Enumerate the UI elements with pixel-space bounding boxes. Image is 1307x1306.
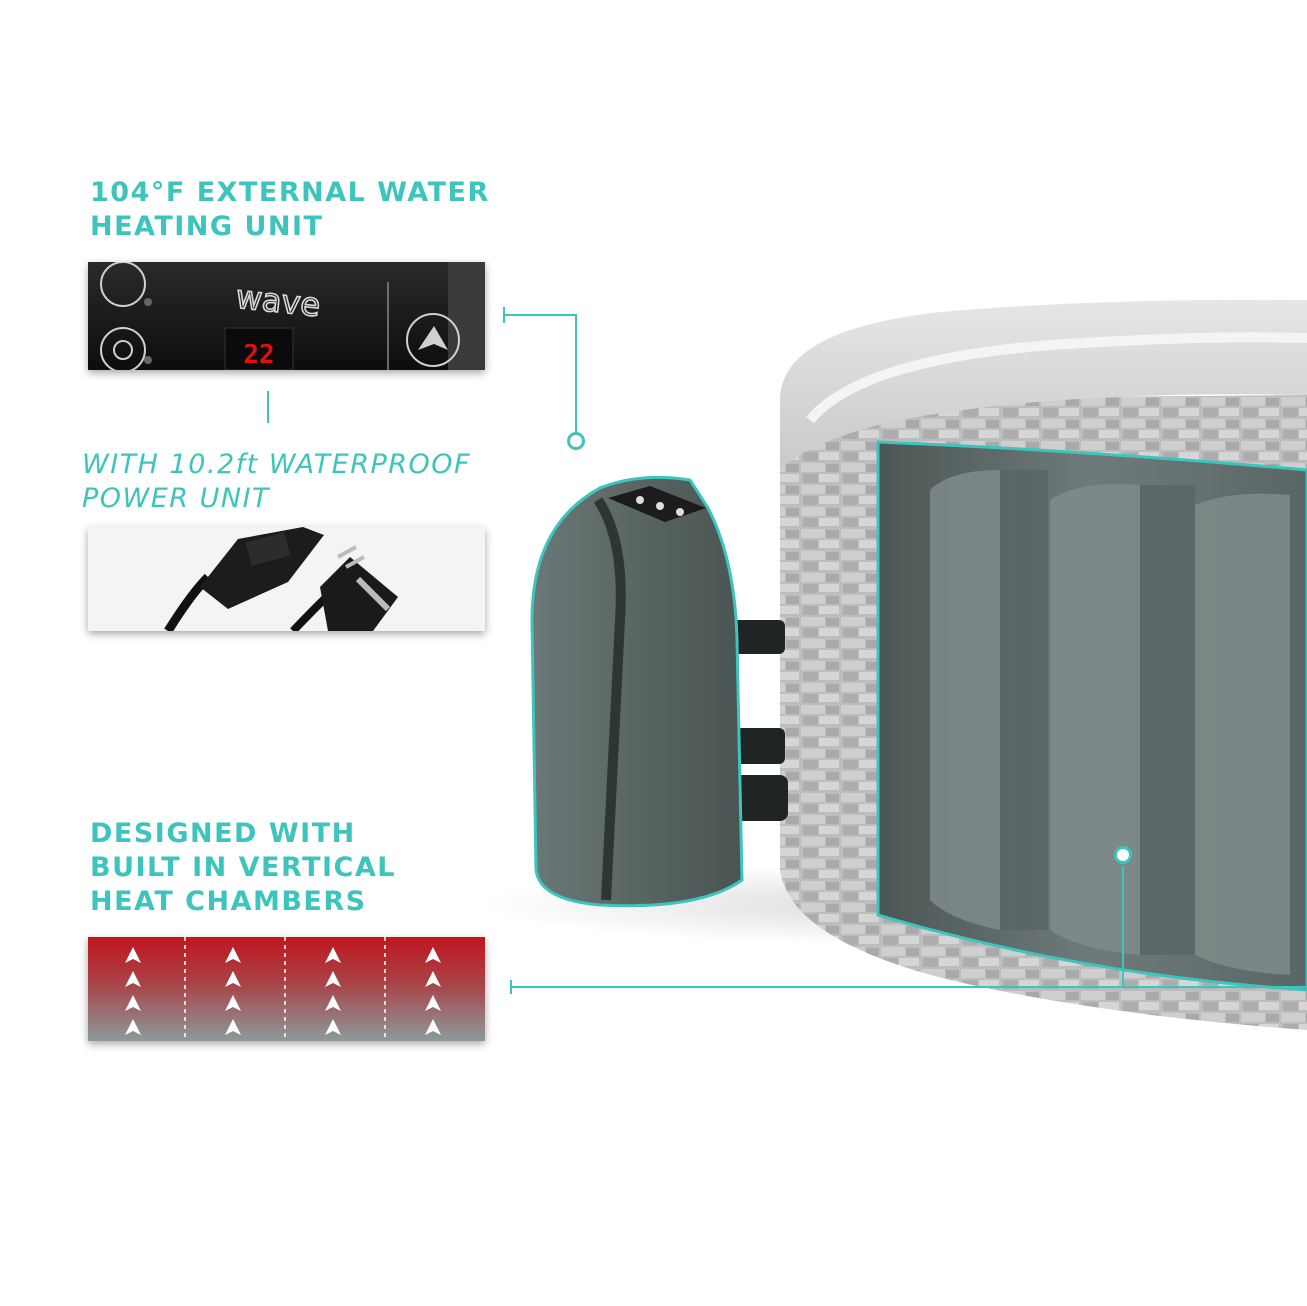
chambers-feature-heading: DESIGNED WITH BUILT IN VERTICAL HEAT CHA… — [90, 817, 396, 919]
bubble-button-icon — [100, 262, 146, 307]
power-plug-photo — [88, 527, 485, 631]
heater-heading-line1: 104°F EXTERNAL WATER — [90, 177, 490, 208]
chambers-heading-line3: HEAT CHAMBERS — [90, 886, 367, 917]
spa-wall — [780, 395, 1307, 1030]
chambers-heading-line1: DESIGNED WITH — [90, 818, 356, 849]
up-arrow-button-icon — [406, 313, 460, 367]
gfci-plug-icon — [200, 527, 324, 609]
power-heading-line1: WITH 10.2ft WATERPROOF — [82, 449, 472, 480]
up-arrow-icon — [418, 326, 448, 350]
heater-connector-v — [575, 314, 577, 432]
vertical-chambers — [930, 470, 1290, 975]
jets-button-icon — [100, 327, 146, 370]
heater-connector-h — [503, 314, 577, 316]
chamber-cutaway — [876, 440, 1307, 992]
panel-connector-tick — [267, 391, 269, 423]
control-panel-photo: 22 wave — [88, 262, 485, 370]
heater-connector-dot — [567, 432, 585, 450]
heater-top-panel — [608, 486, 706, 522]
heat-gradient-graphic — [88, 937, 485, 1041]
control-panel-graphic: 22 wave — [88, 262, 485, 370]
chamber-connector-dot — [1114, 846, 1132, 864]
spa-rim — [780, 299, 1307, 470]
chamber-connector-v — [1122, 866, 1124, 988]
power-feature-heading: WITH 10.2ft WATERPROOF POWER UNIT — [82, 448, 471, 516]
power-plug-graphic — [164, 527, 398, 631]
hose-connectors — [716, 620, 788, 821]
heat-chambers-graphic — [88, 937, 485, 1041]
chambers-heading-line2: BUILT IN VERTICAL — [90, 852, 396, 883]
temperature-display — [224, 327, 294, 370]
heater-unit — [530, 475, 744, 908]
heater-feature-heading: 104°F EXTERNAL WATER HEATING UNIT — [90, 176, 490, 244]
power-heading-line2: POWER UNIT — [82, 483, 271, 514]
chamber-connector-h — [510, 986, 1307, 988]
heater-heading-line2: HEATING UNIT — [90, 211, 324, 242]
up-arrows-icon — [125, 947, 141, 1035]
temperature-readout: 22 — [243, 340, 274, 370]
plug-icon — [320, 557, 398, 631]
